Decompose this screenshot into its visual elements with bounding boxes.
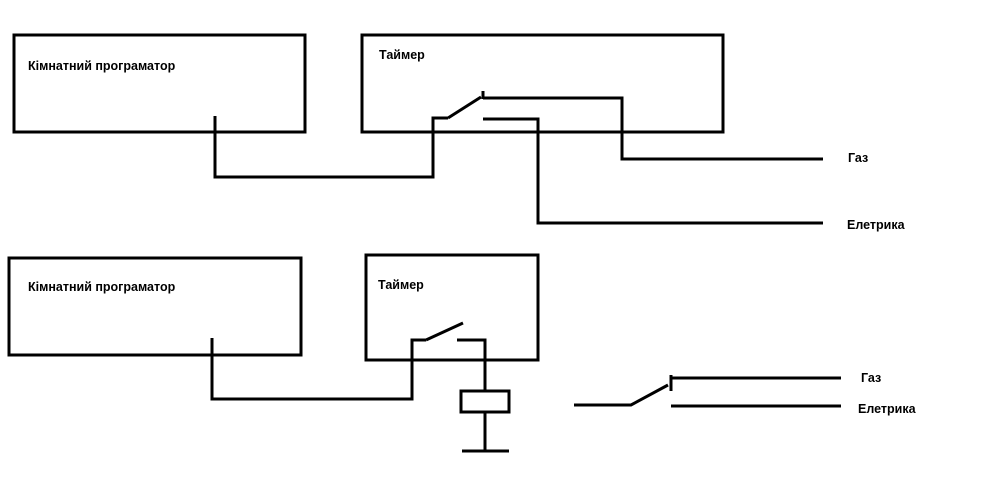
gas-wire-top: [483, 96, 823, 161]
relay-switch-common-bottom: [574, 383, 669, 407]
diagram-top: Кімнатний програматор Таймер Газ Елетрик…: [12, 33, 906, 232]
relay-feed-wire-bottom: [457, 338, 487, 391]
room-programmer-label-bottom: Кімнатний програматор: [28, 280, 176, 294]
gas-label-top: Газ: [848, 151, 868, 165]
room-programmer-box-bottom: [7, 256, 303, 357]
gas-label-bottom: Газ: [861, 371, 881, 385]
relay-coil: [459, 389, 511, 414]
diagram-bottom: Кімнатний програматор Таймер Газ Елетрик…: [7, 253, 917, 453]
electric-label-top: Елетрика: [847, 218, 906, 232]
switch-blade-top: [447, 95, 482, 120]
room-programmer-label-top: Кімнатний програматор: [28, 59, 176, 73]
timer-label-bottom: Таймер: [378, 278, 424, 292]
programmer-to-timer-wire-top: [213, 116, 448, 179]
switch-blade-bottom: [425, 321, 464, 342]
timer-label-top: Таймер: [379, 48, 425, 62]
timer-box-top: [360, 33, 725, 134]
electric-label-bottom: Елетрика: [858, 402, 917, 416]
room-programmer-box-top: [12, 33, 307, 134]
electric-wire-top: [483, 117, 823, 225]
timer-box-bottom: [364, 253, 540, 362]
programmer-to-timer-wire-bottom: [210, 338, 426, 401]
